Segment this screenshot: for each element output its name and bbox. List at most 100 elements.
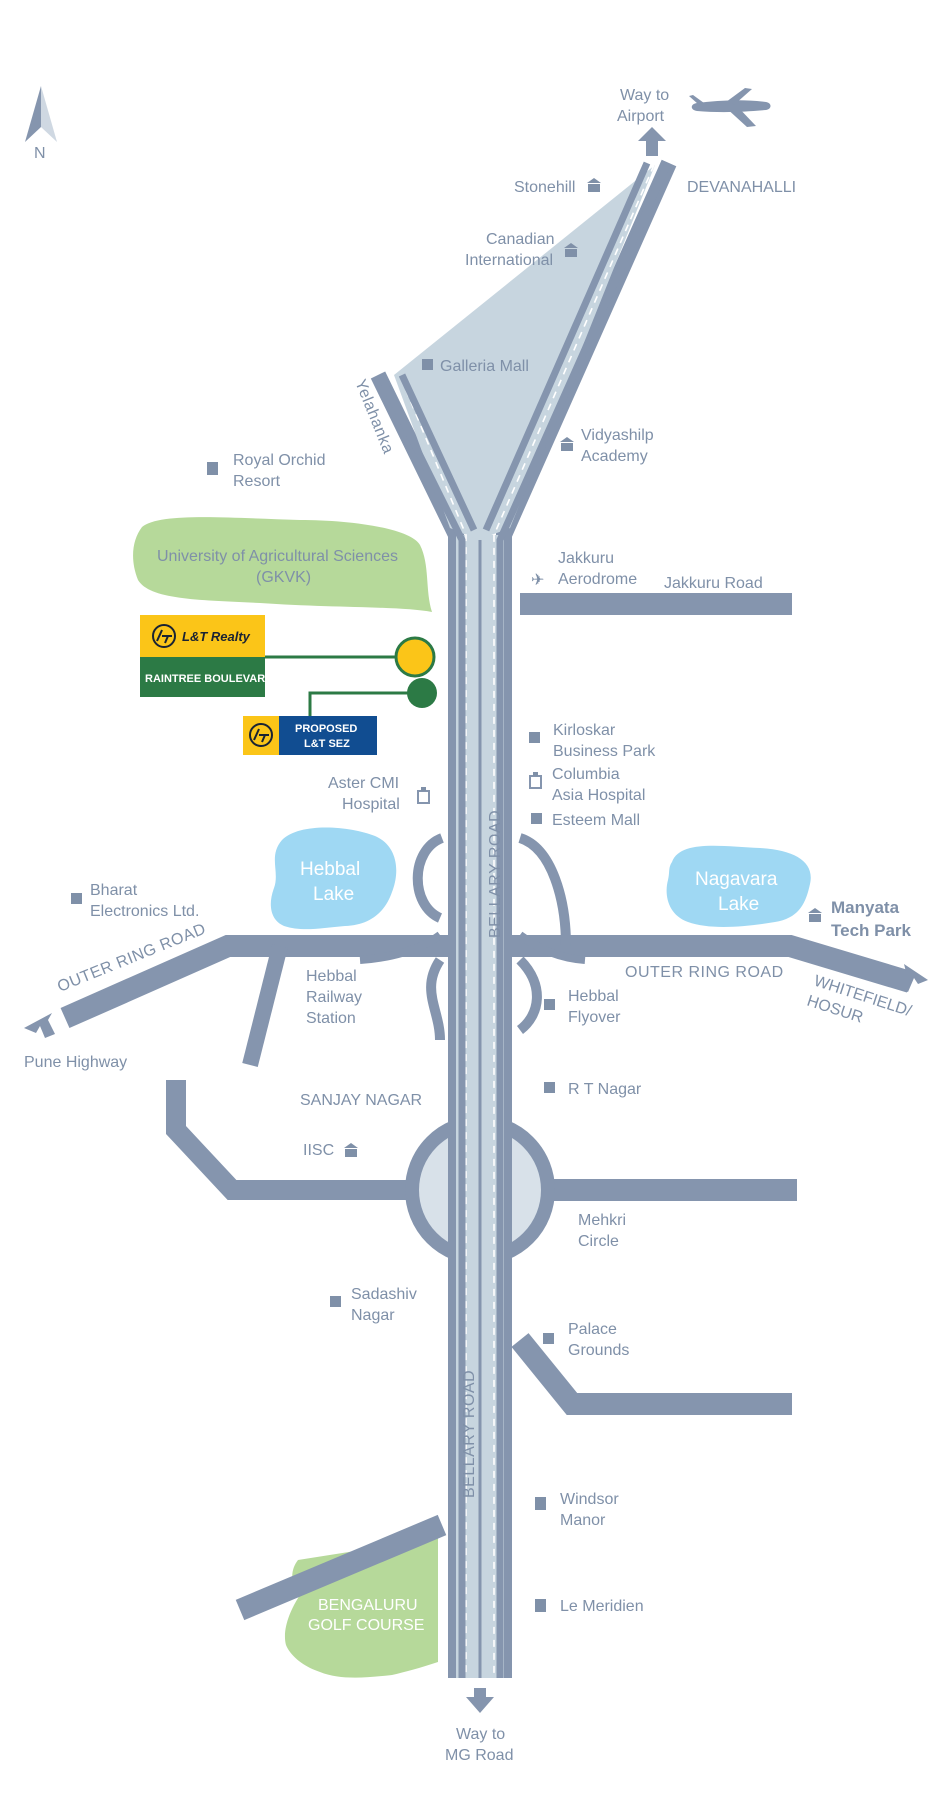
building-icon [808,908,822,922]
lt-logo-icon [249,723,273,747]
school-icon [560,437,574,451]
iisc-label: IISC [303,1142,334,1159]
airport-arrow [638,127,666,156]
school-icon [344,1143,358,1157]
windsor-label-1: Windsor [560,1491,619,1508]
hebbal-lake-label-1: Hebbal [300,859,360,880]
jakkuru-road-label: Jakkuru Road [664,575,763,592]
whitefield-arrow [898,964,928,992]
aster-label-1: Aster CMI [328,775,399,792]
sadashiv-label-1: Sadashiv [351,1286,417,1303]
gkvk-label-1: University of Agricultural Sciences [157,548,398,565]
locality-icon [330,1296,341,1307]
golf-label-2: GOLF COURSE [308,1617,424,1634]
way-to-mg-road-2: MG Road [445,1747,513,1764]
locality-icon [544,1082,555,1093]
canadian-label-2: International [465,252,553,269]
lt-logo-icon [152,624,176,648]
canadian-label-1: Canadian [486,231,555,248]
sez-label-2: L&T SEZ [304,738,350,750]
flyover-label-2: Flyover [568,1009,621,1026]
le-meridien-label: Le Meridien [560,1598,644,1615]
nagavara-lake [666,845,811,927]
mall-icon [422,359,433,370]
nagavara-lake-label-1: Nagavara [695,869,778,890]
bellary-road-label-upper: BELLARY ROAD [487,810,504,938]
sadashiv-label-2: Nagar [351,1307,395,1324]
sez-location-marker[interactable] [407,678,437,708]
lt-sez-badge: PROPOSED L&T SEZ [243,716,377,755]
sez-label-1: PROPOSED [295,723,357,735]
mekhri-label-2: Circle [578,1233,619,1250]
columbia-label-2: Asia Hospital [552,787,645,804]
school-icon [564,243,578,257]
north-compass-icon [25,86,57,142]
railway-label-3: Station [306,1010,356,1027]
hospital-icon [417,787,430,804]
bharat-label-2: Electronics Ltd. [90,903,199,920]
bharat-label-1: Bharat [90,882,138,899]
compass-label: N [34,145,46,162]
mekhri-label-1: Mehkri [578,1212,626,1229]
school-icon [587,178,601,192]
vidyashilp-label-1: Vidyashilp [581,427,654,444]
palace-label-2: Grounds [568,1342,629,1359]
manyata-label-2: Tech Park [831,921,912,940]
stonehill-label: Stonehill [514,179,575,196]
hospital-icon [529,772,542,789]
esteem-label: Esteem Mall [552,812,640,829]
devanahalli-label: DEVANAHALLI [687,179,796,196]
palace-label-1: Palace [568,1321,617,1338]
jakkuru-label-1: Jakkuru [558,550,614,567]
galleria-label: Galleria Mall [440,358,529,375]
outer-ring-road-east-label: OUTER RING ROAD [625,964,784,981]
mg-road-arrow [466,1688,494,1713]
way-to-airport-1: Way to [620,87,669,104]
sanjay-nagar-label: SANJAY NAGAR [300,1092,422,1109]
royal-orchid-label-1: Royal Orchid [233,452,325,469]
aster-label-2: Hospital [342,796,400,813]
hotel-icon [535,1497,546,1510]
railway-label-1: Hebbal [306,968,357,985]
kirloskar-label-1: Kirloskar [553,722,616,739]
road-network [60,593,914,1621]
nagavara-lake-label-2: Lake [718,894,759,915]
hebbal-lake-label-2: Lake [313,884,354,905]
rt-nagar-label: R T Nagar [568,1081,642,1098]
royal-orchid-label-2: Resort [233,473,281,490]
jakkuru-label-2: Aerodrome [558,571,637,588]
industry-icon [71,893,82,904]
golf-label-1: BENGALURU [318,1597,418,1614]
bellary-road-main [370,159,677,1678]
gkvk-label-2: (GKVK) [256,569,311,586]
pune-arrow [24,1013,55,1038]
lt-logo-mark [156,629,172,644]
pune-highway-label: Pune Highway [24,1054,127,1071]
aerodrome-icon: ✈ [531,572,544,589]
mall-icon [531,813,542,824]
lt-logo-mark [253,728,269,743]
way-to-mg-road-1: Way to [456,1726,505,1743]
flyover-icon [544,999,555,1010]
kirloskar-label-2: Business Park [553,743,656,760]
raintree-location-marker[interactable] [394,636,436,678]
bellary-road-label-lower: BELLARY ROAD [461,1370,478,1498]
flyover-label-1: Hebbal [568,988,619,1005]
railway-label-2: Railway [306,989,362,1006]
raintree-label: RAINTREE BOULEVARD [145,673,273,685]
grounds-icon [543,1333,554,1344]
manyata-label-1: Manyata [831,898,900,917]
business-park-icon [529,732,540,743]
vidyashilp-label-2: Academy [581,448,648,465]
way-to-airport-2: Airport [617,108,665,125]
gkvk-campus [133,517,432,612]
hebbal-lake [270,827,397,930]
hotel-icon [207,462,218,475]
hotel-icon [535,1599,546,1612]
airplane-icon [689,88,771,127]
sez-connector [308,691,410,718]
lt-realty-label: L&T Realty [182,629,251,644]
lt-realty-badge: L&T Realty RAINTREE BOULEVARD [140,615,273,697]
windsor-label-2: Manor [560,1512,606,1529]
